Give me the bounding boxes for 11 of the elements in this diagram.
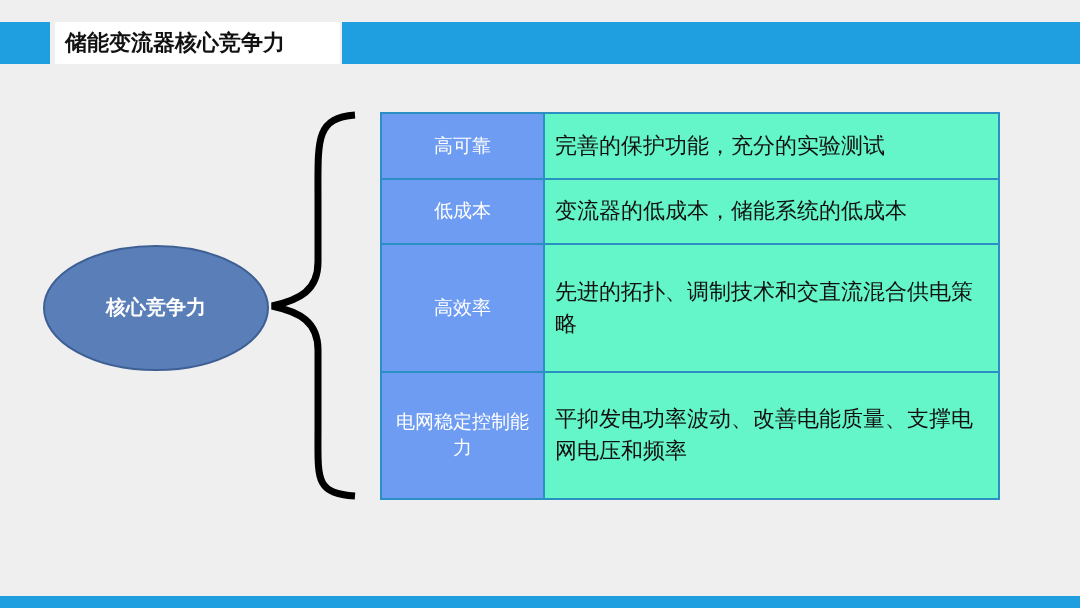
table-cell: 高可靠 — [381, 113, 544, 179]
ellipse-node — [42, 244, 270, 372]
table-cell: 高效率 — [381, 244, 544, 372]
table-cell: 先进的拓扑、调制技术和交直流混合供电策略 — [544, 244, 999, 372]
table-cell: 电网稳定控制能力 — [381, 371, 544, 499]
table-cell: 低成本 — [381, 178, 544, 245]
node-label: 核心竞争力 — [104, 294, 207, 321]
table-cell: 平抑发电功率波动、改善电能质量、支撑电网电压和频率 — [544, 371, 999, 499]
table-cell: 变流器的低成本，储能系统的低成本 — [544, 178, 999, 245]
slide-title: 储能变流器核心竞争力 — [55, 22, 340, 64]
table-cell: 完善的保护功能，充分的实验测试 — [544, 113, 999, 179]
